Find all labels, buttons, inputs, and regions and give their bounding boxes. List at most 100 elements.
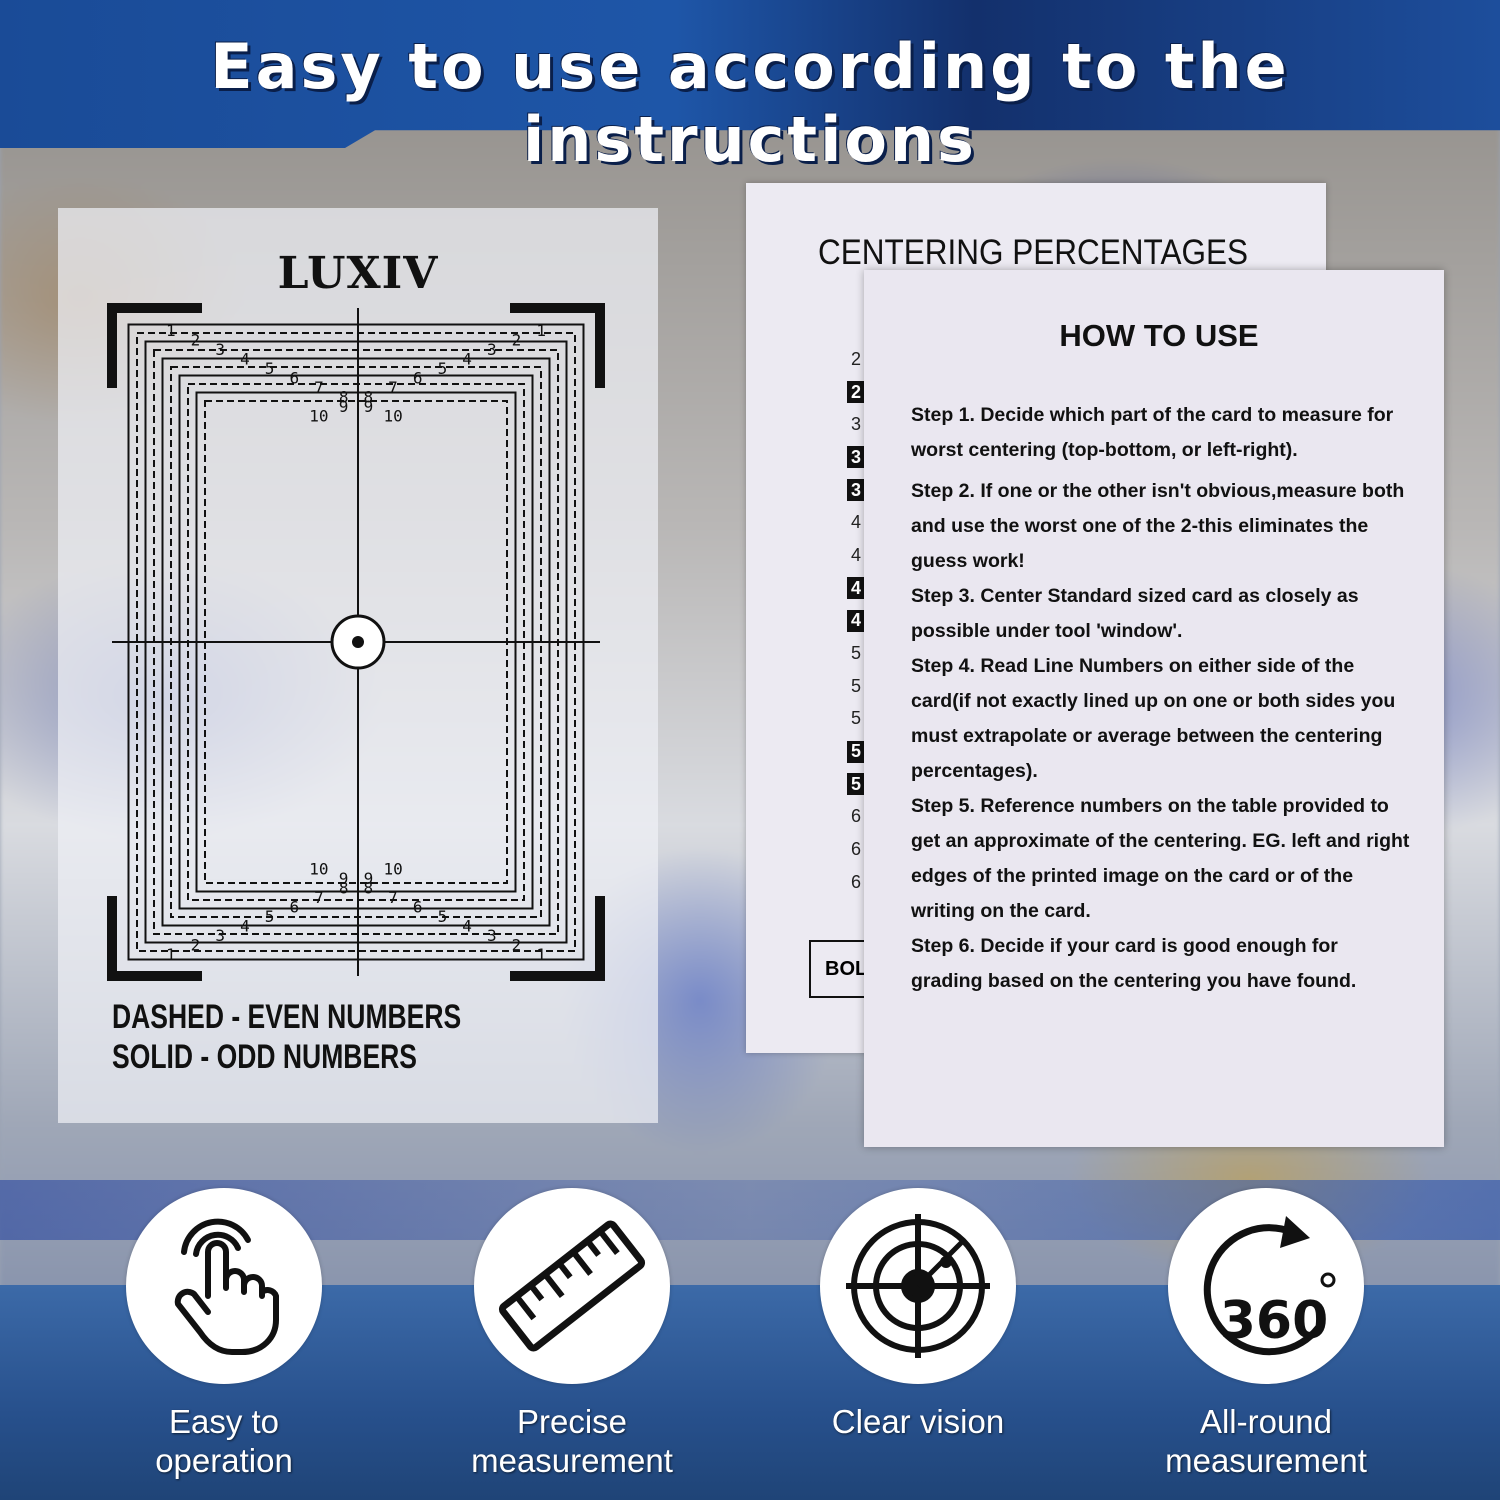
row-digit: 6 (850, 806, 861, 827)
table-row: 5 (844, 735, 868, 768)
step-6: Step 6. Decide if your card is good enou… (911, 935, 1357, 992)
legend-solid: SOLID - ODD NUMBERS (112, 1038, 417, 1076)
feature-label-line: operation (155, 1442, 293, 1479)
table-row: 4 (844, 605, 868, 638)
grid-number: 9 (339, 397, 349, 416)
table-row: 5 (844, 703, 868, 736)
rotate-360-icon: 360 (1203, 1216, 1336, 1356)
feature-label-precise: Precise measurement (407, 1402, 737, 1480)
grid-number: 7 (388, 378, 398, 397)
grid-number: 9 (339, 869, 349, 888)
brand-logo: LUXIV (277, 248, 439, 299)
grid-number: 4 (462, 917, 472, 936)
table-row: 2 (844, 343, 868, 376)
table-row: 6 (844, 833, 868, 866)
grid-corner-brackets (107, 303, 605, 981)
grid-number: 1 (166, 321, 176, 340)
table-row: 5 (844, 670, 868, 703)
grid-number: 5 (438, 907, 448, 926)
feature-label-easy: Easy to operation (59, 1402, 389, 1480)
grid-number: 8 (363, 388, 373, 407)
centering-percentages-title: CENTERING PERCENTAGES (818, 233, 1248, 272)
feature-label-clear: Clear vision (753, 1402, 1083, 1441)
page-title: Easy to use according to the instruction… (210, 30, 1290, 176)
grid-number: 8 (363, 879, 373, 898)
row-digit: 5 (850, 643, 861, 664)
table-row: 4 (844, 572, 868, 605)
grid-number: 10 (309, 860, 328, 879)
table-row: 6 (844, 801, 868, 834)
grid-number: 9 (364, 869, 374, 888)
feature-label-line: Easy to (168, 1403, 280, 1440)
step-1: Step 1. Decide which part of the card to… (911, 404, 1394, 461)
crosshair-target-icon (846, 1214, 990, 1358)
grid-number: 6 (289, 369, 299, 388)
feature-label-line: measurement (471, 1442, 673, 1479)
row-digit: 5 (850, 675, 861, 696)
row-digit: 3 (847, 446, 865, 469)
row-digit: 5 (847, 773, 865, 796)
step-3: Step 3. Center Standard sized card as cl… (911, 585, 1359, 642)
row-digit: 6 (850, 839, 861, 860)
table-row: 3 (844, 474, 868, 507)
grid-number: 6 (413, 898, 423, 917)
row-digit: 4 (847, 609, 865, 632)
table-row: 3 (844, 408, 868, 441)
row-digit: 6 (850, 871, 861, 892)
grid-number: 5 (438, 359, 448, 378)
grid-number: 4 (462, 350, 472, 369)
table-row: 4 (844, 506, 868, 539)
grid-number: 3 (487, 340, 497, 359)
icon-360-text: 360 (1220, 1291, 1329, 1351)
feature-label-line: Clear vision (831, 1403, 1005, 1440)
table-row: 4 (844, 539, 868, 572)
grid-number: 1 (536, 321, 546, 340)
percentage-table-rows: 2 2 3 3 3 4 4 4 4 5 5 5 5 5 6 6 6 (844, 343, 868, 899)
grid-number: 1 (166, 945, 176, 964)
ruler-icon (498, 1220, 646, 1352)
step-5: Step 5. Reference numbers on the table p… (911, 795, 1410, 922)
grid-number: 10 (309, 407, 328, 426)
grid-number: 7 (314, 378, 324, 397)
grid-number: 3 (215, 926, 225, 945)
feature-precise-measurement (474, 1188, 670, 1384)
grid-number: 4 (240, 350, 250, 369)
grid-number: 5 (265, 907, 275, 926)
hand-pointer-icon (174, 1218, 279, 1355)
row-digit: 5 (850, 708, 861, 729)
grid-number: 7 (388, 888, 398, 907)
row-digit: 4 (847, 577, 865, 600)
how-to-use-steps: Step 1. Decide which part of the card to… (911, 398, 1411, 999)
row-digit: 4 (850, 544, 861, 565)
grid-number: 6 (413, 369, 423, 388)
table-row: 5 (844, 768, 868, 801)
table-row: 3 (844, 441, 868, 474)
legend-dashed: DASHED - EVEN NUMBERS (112, 998, 462, 1036)
grid-number: 6 (289, 898, 299, 917)
grid-number: 10 (383, 407, 402, 426)
row-digit: 3 (850, 414, 861, 435)
row-digit: 3 (847, 479, 865, 502)
how-to-use-title: HOW TO USE (1059, 318, 1259, 353)
how-to-use-card: HOW TO USE Step 1. Decide which part of … (864, 270, 1444, 1147)
grid-number: 9 (364, 397, 374, 416)
grid-number: 2 (512, 936, 522, 955)
feature-label-all-round: All-round measurement (1101, 1402, 1431, 1480)
step-2: Step 2. If one or the other isn't obviou… (911, 480, 1405, 572)
step-4: Step 4. Read Line Numbers on either side… (911, 655, 1396, 782)
grid-number: 2 (191, 936, 201, 955)
feature-label-line: measurement (1165, 1442, 1367, 1479)
row-digit: 2 (847, 381, 865, 404)
grid-number: 2 (512, 331, 522, 350)
feature-easy-operation (126, 1188, 322, 1384)
grid-number: 8 (339, 388, 349, 407)
grid-number: 8 (339, 879, 349, 898)
grid-number: 10 (383, 860, 402, 879)
feature-label-line: Precise (516, 1403, 628, 1440)
feature-label-line: All-round (1199, 1403, 1333, 1440)
grid-number: 7 (314, 888, 324, 907)
table-row: 2 (844, 376, 868, 409)
center-dot (352, 636, 364, 648)
